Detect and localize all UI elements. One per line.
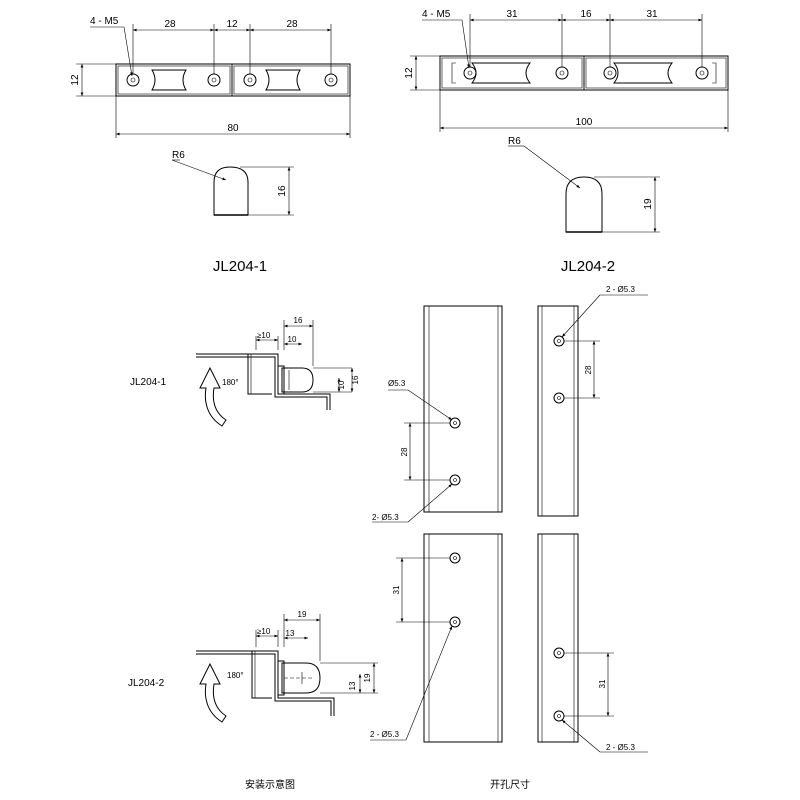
install-jl204-1: ≥10 16 10 10 16 180° [196,316,360,427]
cutout-1-left-pitch: 28 [400,447,409,456]
install-2-height-inner: 13 [348,681,357,690]
jl204-2-height: 12 [404,67,415,79]
install-2-rotation-arrow [199,662,227,723]
install-jl204-2: ≥10 19 13 13 19 180° [196,610,378,723]
cutout-1-left-hole: Ø5.3 [388,379,406,388]
install-2-model: JL204-2 [128,678,165,689]
jl204-1-dim-a: 28 [164,19,176,30]
install-2-gap: ≥10 [257,627,271,636]
cutout-jl204-1: 28 Ø5.3 2- Ø5.3 28 2 - Ø5.3 [372,285,648,523]
install-2-width-outer: 19 [298,610,307,619]
jl204-1-side-view: R6 16 [171,150,294,216]
jl204-2-plan-view: 31 16 31 4 - M5 12 100 [404,9,729,132]
cutout-2-right-pitch: 31 [598,679,607,688]
cutout-2-right-holes-count: 2 - Ø5.3 [606,743,635,752]
jl204-1-height: 12 [70,74,81,86]
install-1-width-outer: 16 [294,316,303,325]
install-caption: 安装示意图 [245,778,295,791]
jl204-2-radius: R6 [508,136,521,147]
install-2-height-outer: 19 [363,673,372,682]
install-1-height-inner: 10 [337,380,346,389]
cutout-caption: 开孔尺寸 [490,778,530,791]
jl204-2-dim-c: 31 [646,9,658,20]
cutout-jl204-2: 31 2 - Ø5.3 31 2 - Ø5.3 [370,533,648,753]
jl204-1-length: 80 [227,123,239,134]
install-1-angle: 180° [222,378,239,387]
install-2-width-inner: 13 [286,629,295,638]
jl204-1-side-height: 16 [277,185,288,197]
install-1-model: JL204-1 [130,377,167,388]
jl204-1-dim-c: 28 [286,19,298,30]
jl204-2-length: 100 [576,117,593,128]
install-1-width-inner: 10 [288,335,297,344]
install-1-gap: ≥10 [257,331,271,340]
jl204-2-dim-b: 16 [580,9,592,20]
jl204-1-plan-view: 28 12 28 4 - M5 12 80 [70,16,351,138]
cutout-1-right-pitch: 28 [584,365,593,374]
jl204-1-holes-label: 4 - M5 [90,16,119,27]
install-1-rotation-arrow [199,366,227,427]
cutout-1-right-holes-count: 2 - Ø5.3 [606,285,635,294]
install-2-angle: 180° [227,671,244,680]
cutout-2-left-pitch: 31 [392,585,401,594]
jl204-2-model-label: JL204-2 [561,258,615,275]
jl204-1-dim-b: 12 [226,19,238,30]
jl204-1-radius: R6 [172,150,185,161]
install-1-height-outer: 16 [351,375,360,384]
jl204-2-holes-label: 4 - M5 [422,9,451,20]
cutout-2-left-holes-count: 2 - Ø5.3 [370,730,399,739]
jl204-2-side-height: 19 [643,198,654,210]
jl204-2-side-view: R6 19 [508,136,660,233]
cutout-1-left-holes-count: 2- Ø5.3 [372,513,399,522]
jl204-1-model-label: JL204-1 [213,258,267,275]
jl204-2-dim-a: 31 [506,9,518,20]
